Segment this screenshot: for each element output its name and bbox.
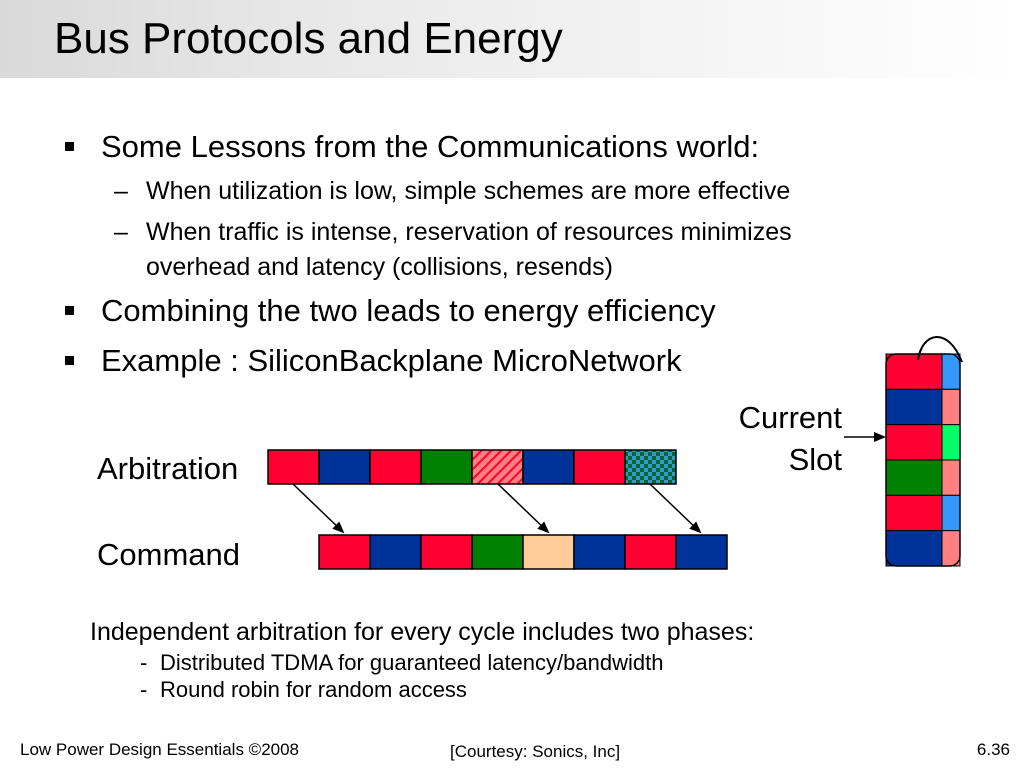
sub-bullet-low-utilization-text: When utilization is low, simple schemes … — [146, 177, 791, 205]
arbitration-slot — [267, 449, 320, 485]
wheel-outline — [885, 353, 961, 567]
arbitration-slot — [318, 449, 371, 485]
sub-bullet-intense-traffic: – When traffic is intense, reservation o… — [114, 215, 792, 249]
wheel-front-slot — [885, 494, 943, 532]
dash-marker: – — [114, 177, 128, 205]
arbitration-slot — [369, 449, 422, 485]
wheel-front-slot — [885, 388, 943, 426]
wheel-front-slot — [885, 424, 943, 461]
wheel-front-slot — [885, 459, 943, 496]
wheel-side-slot — [941, 494, 961, 532]
wheel-front-slot — [885, 353, 943, 390]
command-slot — [420, 534, 473, 570]
dash-marker: – — [114, 218, 128, 246]
dash-marker: - — [140, 650, 148, 675]
wheel-side-slot — [941, 459, 961, 496]
slide-title: Bus Protocols and Energy — [54, 14, 563, 63]
arbitration-slot — [624, 449, 677, 485]
command-slot — [471, 534, 524, 570]
wheel-side-slot — [941, 388, 961, 426]
command-slot — [369, 534, 422, 570]
bullet-combining: Combining the two leads to energy effici… — [65, 293, 716, 329]
command-slot — [624, 534, 677, 570]
bullet-square-icon — [65, 306, 74, 315]
current-slot-label-line2: Slot — [788, 442, 842, 477]
slot-arrows — [292, 432, 886, 534]
title-band — [0, 0, 1024, 78]
bullet-square-icon — [65, 142, 74, 151]
bullet-lessons: Some Lessons from the Communications wor… — [65, 129, 760, 165]
wheel-side-slot — [941, 530, 961, 567]
wheel-side-slot — [941, 353, 961, 390]
sub-bullet-low-utilization: – When utilization is low, simple scheme… — [114, 174, 791, 208]
arbitration-label: Arbitration — [97, 451, 239, 486]
arrow-arbitration-to-command — [649, 483, 702, 534]
arbitration-slot-row — [267, 449, 677, 485]
arbitration-slot — [522, 449, 575, 485]
phases-note: Independent arbitration for every cycle … — [90, 618, 755, 646]
sub-bullet-intense-traffic-text: When traffic is intense, reservation of … — [146, 218, 792, 246]
rotation-arrow-icon — [917, 336, 963, 363]
current-slot-label-line1: Current — [738, 400, 842, 435]
command-label: Command — [97, 537, 240, 572]
wheel-front-slot — [885, 530, 943, 567]
command-slot-row — [318, 534, 728, 570]
bullet-example-text: Example : SiliconBackplane MicroNetwork — [101, 343, 682, 378]
sub-bullet-intense-traffic-cont-text: overhead and latency (collisions, resend… — [146, 253, 613, 281]
phase-item-tdma: - Distributed TDMA for guaranteed latenc… — [140, 649, 664, 676]
command-slot — [522, 534, 575, 570]
bullet-lessons-text: Some Lessons from the Communications wor… — [101, 129, 760, 164]
sub-bullet-intense-traffic-cont: overhead and latency (collisions, resend… — [146, 250, 613, 284]
arbitration-slot — [420, 449, 473, 485]
command-slot — [573, 534, 626, 570]
dash-marker: - — [140, 677, 148, 702]
phase-item-round-robin-text: Round robin for random access — [160, 677, 467, 702]
arrow-arbitration-to-command — [497, 483, 550, 534]
command-slot — [318, 534, 371, 570]
footer-page-number: 6.36 — [976, 740, 1010, 759]
command-slot — [675, 534, 728, 570]
arbitration-slot — [471, 449, 524, 485]
footer-left: Low Power Design Essentials ©2008 — [20, 740, 300, 759]
arrow-arbitration-to-command — [292, 483, 345, 534]
wheel-side-slot — [941, 424, 961, 461]
bullet-square-icon — [65, 356, 74, 365]
arbitration-slot — [573, 449, 626, 485]
phase-item-tdma-text: Distributed TDMA for guaranteed latency/… — [160, 650, 664, 675]
slot-wheel — [885, 353, 961, 567]
bullet-example: Example : SiliconBackplane MicroNetwork — [65, 343, 682, 379]
bullet-combining-text: Combining the two leads to energy effici… — [101, 293, 716, 328]
phase-item-round-robin: - Round robin for random access — [140, 676, 467, 703]
footer-credit: [Courtesy: Sonics, Inc] — [450, 742, 621, 761]
